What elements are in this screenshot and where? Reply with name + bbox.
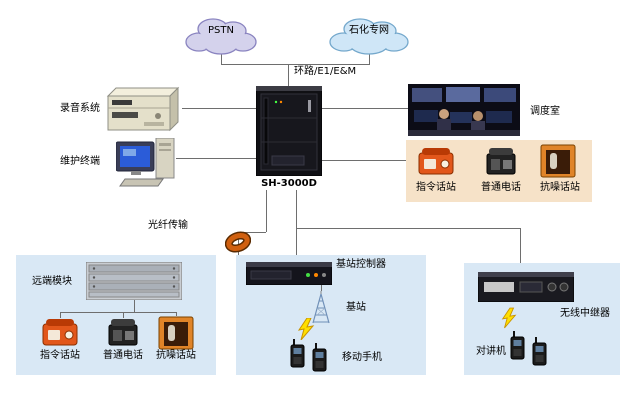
connector — [123, 312, 124, 318]
cabinet-model-label: SH-3000D — [261, 178, 317, 189]
remote-ordinary-phone-label: 普通电话 — [103, 350, 143, 361]
command-phone-label: 指令话站 — [416, 182, 456, 193]
connector — [288, 64, 289, 86]
petro-network-cloud: 石化专网 — [327, 16, 411, 58]
connector — [520, 228, 521, 272]
base-station-controller-unit — [245, 262, 333, 286]
wireless-repeater-unit — [477, 272, 575, 303]
fiber-link-label: 光纤传输 — [148, 220, 188, 231]
noise-proof-phone-label: 抗噪话站 — [540, 182, 580, 193]
remote-noise-proof-phone-label: 抗噪话站 — [156, 350, 196, 361]
maintenance-terminal-unit — [115, 137, 178, 188]
mobile-handset-icon — [290, 338, 306, 368]
recording-system-label: 录音系统 — [60, 103, 100, 114]
connector — [296, 228, 520, 229]
dispatch-room-photo — [408, 84, 520, 136]
ordinary-phone-label: 普通电话 — [481, 182, 521, 193]
recording-system-unit — [100, 86, 180, 132]
connector — [322, 108, 408, 109]
remote-module-label: 远端模块 — [32, 276, 72, 287]
remote-noise-proof-phone-icon — [158, 316, 194, 350]
connector — [176, 158, 256, 159]
connector — [221, 54, 222, 64]
base-station-label: 基站 — [346, 302, 366, 313]
lightning-icon — [500, 306, 518, 330]
connector — [369, 54, 370, 64]
connector — [266, 190, 267, 232]
connector — [296, 190, 297, 262]
ordinary-phone-icon — [486, 147, 516, 175]
lightning-icon — [296, 317, 316, 341]
maintenance-terminal-label: 维护终端 — [60, 156, 100, 167]
noise-proof-phone-icon — [540, 144, 576, 178]
walkie-talkie-icon — [510, 330, 526, 360]
intercom-label: 对讲机 — [476, 346, 506, 357]
remote-command-phone-icon — [42, 318, 78, 346]
connector — [238, 232, 266, 233]
switch-cabinet — [255, 85, 323, 177]
fiber-coil-icon — [224, 231, 252, 253]
pstn-cloud: PSTN — [183, 16, 259, 58]
connector — [322, 160, 406, 161]
connector — [321, 285, 322, 291]
mobile-phone-label: 移动手机 — [342, 352, 382, 363]
remote-command-phone-label: 指令话站 — [40, 350, 80, 361]
connector — [134, 300, 135, 312]
connector — [182, 108, 256, 109]
remote-ordinary-phone-icon — [108, 318, 138, 346]
remote-module-rack — [85, 261, 183, 301]
base-station-antenna-icon — [308, 290, 334, 324]
mobile-handset-icon — [312, 342, 328, 372]
connector — [176, 312, 177, 316]
wireless-repeater-label: 无线中继器 — [560, 308, 610, 319]
trunk-link-label: 环路/E1/E&M — [294, 66, 357, 77]
dispatch-room-label: 调度室 — [530, 106, 560, 117]
connector — [221, 64, 370, 65]
command-phone-icon — [418, 147, 454, 175]
walkie-talkie-icon — [532, 336, 548, 366]
base-station-controller-label: 基站控制器 — [336, 259, 386, 270]
connector — [60, 312, 61, 318]
connector — [238, 232, 239, 255]
connector — [60, 312, 176, 313]
